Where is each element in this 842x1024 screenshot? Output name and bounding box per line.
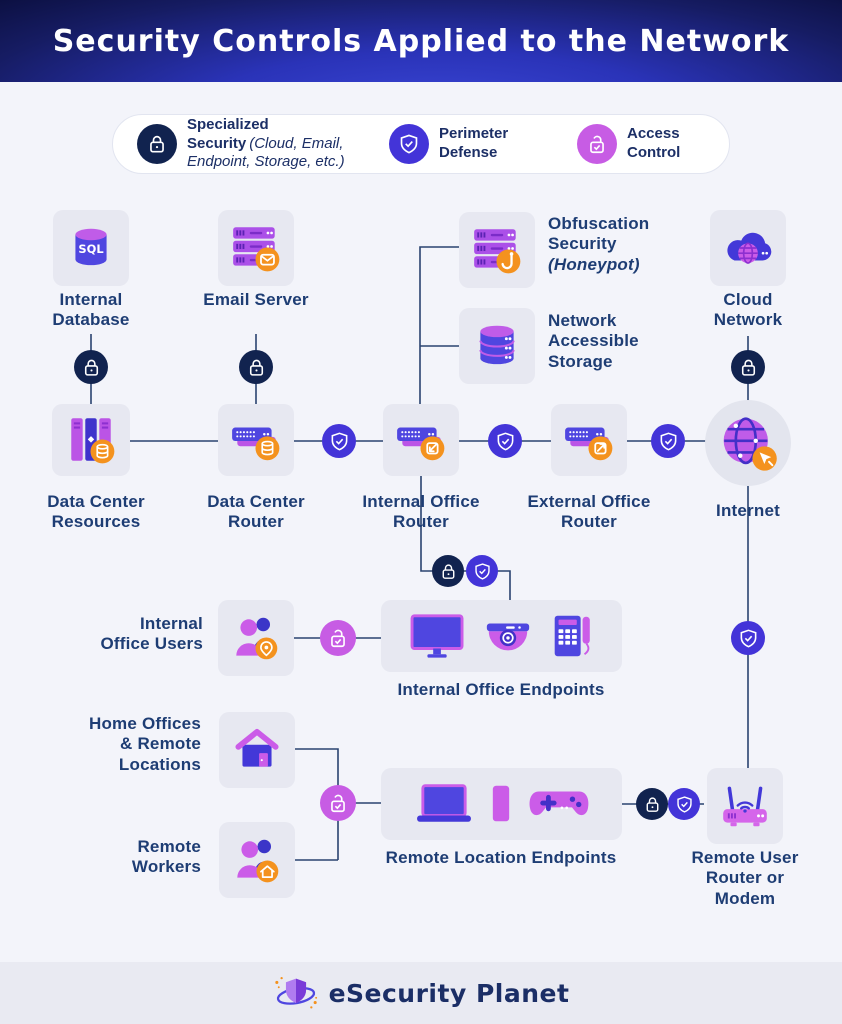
specialized-security-lock-badge [432,555,464,587]
internal-office-endpoints-card [381,600,622,672]
perimeter-defense-shield-badge [322,424,356,458]
network-storage-label: Network Accessible Storage [548,311,639,371]
obfuscation-security-name: Obfuscation Security [548,214,650,254]
external-office-router-label: External Office Router [527,492,651,532]
legend-label: Specialized Security(Cloud, Email, Endpo… [187,116,353,172]
specialized-security-lock-badge [636,788,668,820]
smartphone-icon [492,785,509,822]
remote-workers-card [219,822,295,898]
email-server-label: Email Server [203,290,309,309]
desk-phone-icon [554,615,590,657]
network-storage-card [459,308,535,384]
users-pin-icon [236,617,278,660]
sql-database-icon: SQL [75,228,107,266]
specialized-security-lock-badge [731,350,765,384]
email-server-card [218,210,294,286]
remote-user-router-label: Remote User Router or Modem [691,848,799,908]
specialized-security-lock-badge [239,350,273,384]
obfuscation-security-card [459,212,535,288]
perimeter-defense-shield-badge [731,621,765,655]
router-import-icon [397,427,445,461]
internal-office-router-label: Internal Office Router [362,492,480,532]
data-center-resources-label: Data Center Resources [47,492,145,532]
cloud-globe-icon [727,232,772,264]
legend-item-perimeter-defense: Perimeter Defense [389,124,541,164]
internal-database-card: SQL [53,210,129,286]
internal-office-endpoints-label: Internal Office Endpoints [397,680,605,699]
globe-cursor-icon [723,417,777,471]
remote-workers-label: Remote Workers [131,837,201,877]
remote-user-router-card [707,768,783,844]
home-offices-card [219,712,295,788]
laptop-icon [416,784,471,822]
legend-label: Perimeter Defense [439,125,509,161]
internet-node [705,400,791,486]
hook-server-icon [474,229,521,274]
cloud-network-label: Cloud Network [713,290,783,330]
brand-name: eSecurity Planet [328,978,570,1008]
obfuscation-security-qualifier: (Honeypot) [548,254,640,274]
obfuscation-security-label: Obfuscation Security (Honeypot) [548,214,676,275]
perimeter-defense-shield-badge [466,555,498,587]
shield-check-icon [389,124,429,164]
legend-label-qualifier: (Cloud, Email, Endpoint, Storage, etc.) [187,134,345,171]
perimeter-defense-shield-badge [668,788,700,820]
legend: Specialized Security(Cloud, Email, Endpo… [112,114,730,174]
specialized-security-lock-badge [74,350,108,384]
internal-office-users-card [218,600,294,676]
legend-item-specialized-security: Specialized Security(Cloud, Email, Endpo… [137,116,353,172]
monitor-icon [410,614,463,658]
internal-database-label: Internal Database [52,290,130,330]
data-center-router-label: Data Center Router [207,492,305,532]
internal-office-users-label: Internal Office Users [100,614,203,654]
legend-label-bold: Specialized Security [187,115,269,152]
svg-text:SQL: SQL [78,242,103,256]
internet-label: Internet [716,501,780,520]
data-center-resources-card [52,404,130,476]
users-home-icon [237,839,279,883]
footer: eSecurity Planet [0,962,842,1024]
legend-label: Access Control [627,125,681,161]
external-office-router-card [551,404,627,476]
page-title: Security Controls Applied to the Network [52,23,790,59]
lock-icon [137,124,177,164]
home-offices-label: Home Offices & Remote Locations [89,714,201,774]
security-camera-icon [486,623,529,651]
unlock-check-icon [577,124,617,164]
data-center-router-card [218,404,294,476]
shield-orbit-logo-icon [274,976,317,1009]
perimeter-defense-shield-badge [651,424,685,458]
wifi-router-icon [723,786,767,827]
server-rack-icon [71,418,115,464]
header-banner: Security Controls Applied to the Network [0,0,842,82]
router-export-icon [565,427,613,461]
database-cylinder-icon [479,325,515,365]
internal-office-router-card [383,404,459,476]
router-database-icon [232,427,280,461]
remote-location-endpoints-label: Remote Location Endpoints [385,848,617,867]
legend-item-access-control: Access Control [577,124,705,164]
access-control-badge [320,620,356,656]
perimeter-defense-shield-badge [488,424,522,458]
gamepad-icon [529,791,588,816]
remote-location-endpoints-card [381,768,622,840]
mail-server-icon [233,227,280,272]
cloud-network-card [710,210,786,286]
access-control-badge [320,785,356,821]
house-icon [235,728,279,767]
